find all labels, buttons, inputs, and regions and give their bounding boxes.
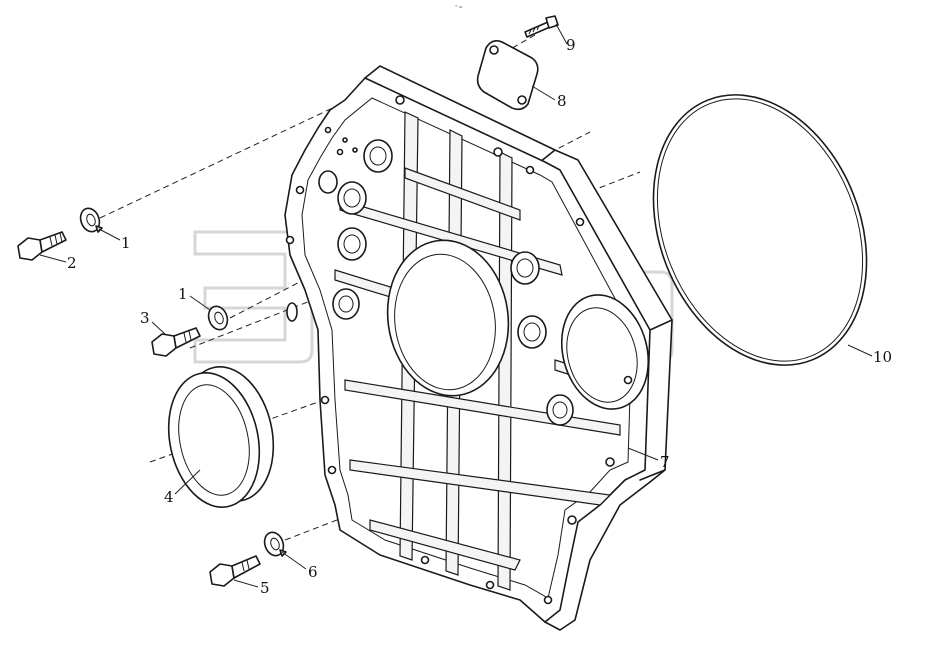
callout-washer-6: 6 (308, 563, 318, 581)
bolt-part-3 (151, 327, 201, 357)
callout-washer-1a: 1 (121, 234, 131, 252)
washer-part-6 (263, 531, 287, 557)
bolt-part-5 (209, 555, 261, 587)
callouts: 1 2 1 3 4 5 6 7 8 9 10 (67, 36, 892, 597)
cover-plate-part (476, 40, 539, 111)
housing-main-bore (386, 239, 510, 397)
housing-ribs (334, 111, 621, 591)
callout-bolt-2: 2 (67, 254, 77, 272)
callout-bolt-9: 9 (566, 36, 576, 54)
housing-holes (285, 95, 633, 605)
bolt-part-9 (524, 15, 559, 38)
callout-cover-plate-8: 8 (557, 92, 567, 110)
callout-bolt-3: 3 (140, 309, 150, 327)
washer-part-1b (207, 305, 229, 331)
callout-bolt-5: 5 (260, 579, 270, 597)
washer-part-1a (79, 207, 103, 233)
housing-part (284, 65, 673, 631)
leader-lines (39, 23, 873, 588)
callout-housing-7: 7 (660, 453, 670, 471)
oil-seal-part (167, 366, 275, 508)
callout-oil-seal-4: 4 (164, 488, 174, 506)
housing-bosses (286, 139, 574, 426)
callout-o-ring-10: 10 (873, 348, 892, 366)
callout-washer-1b: 1 (178, 285, 188, 303)
o-ring-part (652, 94, 868, 366)
bolt-part-2 (17, 231, 67, 261)
header-mark: ° ═ (455, 5, 463, 11)
